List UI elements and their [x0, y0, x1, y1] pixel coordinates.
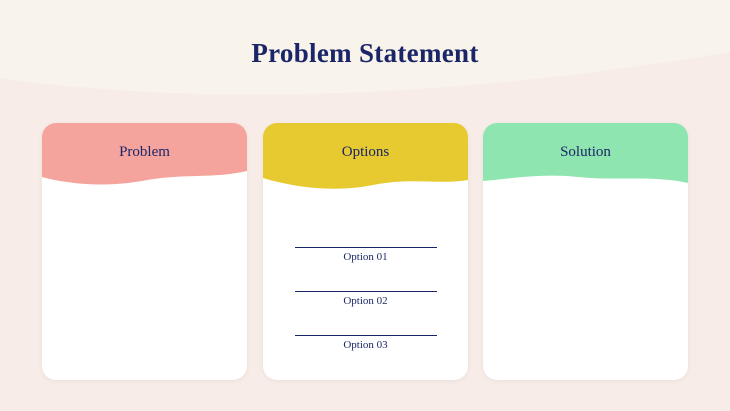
card-solution-header: Solution	[483, 123, 688, 195]
card-solution-title: Solution	[560, 144, 611, 160]
page-title: Problem Statement	[251, 38, 479, 68]
option-row: Option 02	[294, 291, 437, 307]
option-row: Option 03	[294, 335, 437, 351]
card-problem-header: Problem	[42, 123, 247, 195]
problem-header-wave	[42, 123, 247, 185]
solution-header-wave	[483, 123, 688, 183]
option-divider-line	[294, 291, 437, 292]
options-header-wave	[263, 123, 468, 189]
option-row: Option 01	[294, 247, 437, 263]
option-label: Option 01	[343, 251, 388, 263]
card-options-header: Options	[263, 123, 468, 195]
option-label: Option 02	[343, 295, 388, 307]
card-solution: Solution	[483, 123, 688, 380]
options-list: Option 01 Option 02 Option 03	[263, 247, 468, 351]
option-label: Option 03	[343, 339, 388, 351]
card-options: Options Option 01 Option 02 Option 03	[263, 123, 468, 380]
card-problem-title: Problem	[119, 144, 170, 160]
card-problem: Problem	[42, 123, 247, 380]
option-divider-line	[294, 247, 437, 248]
card-options-title: Options	[341, 144, 390, 160]
option-divider-line	[294, 335, 437, 336]
